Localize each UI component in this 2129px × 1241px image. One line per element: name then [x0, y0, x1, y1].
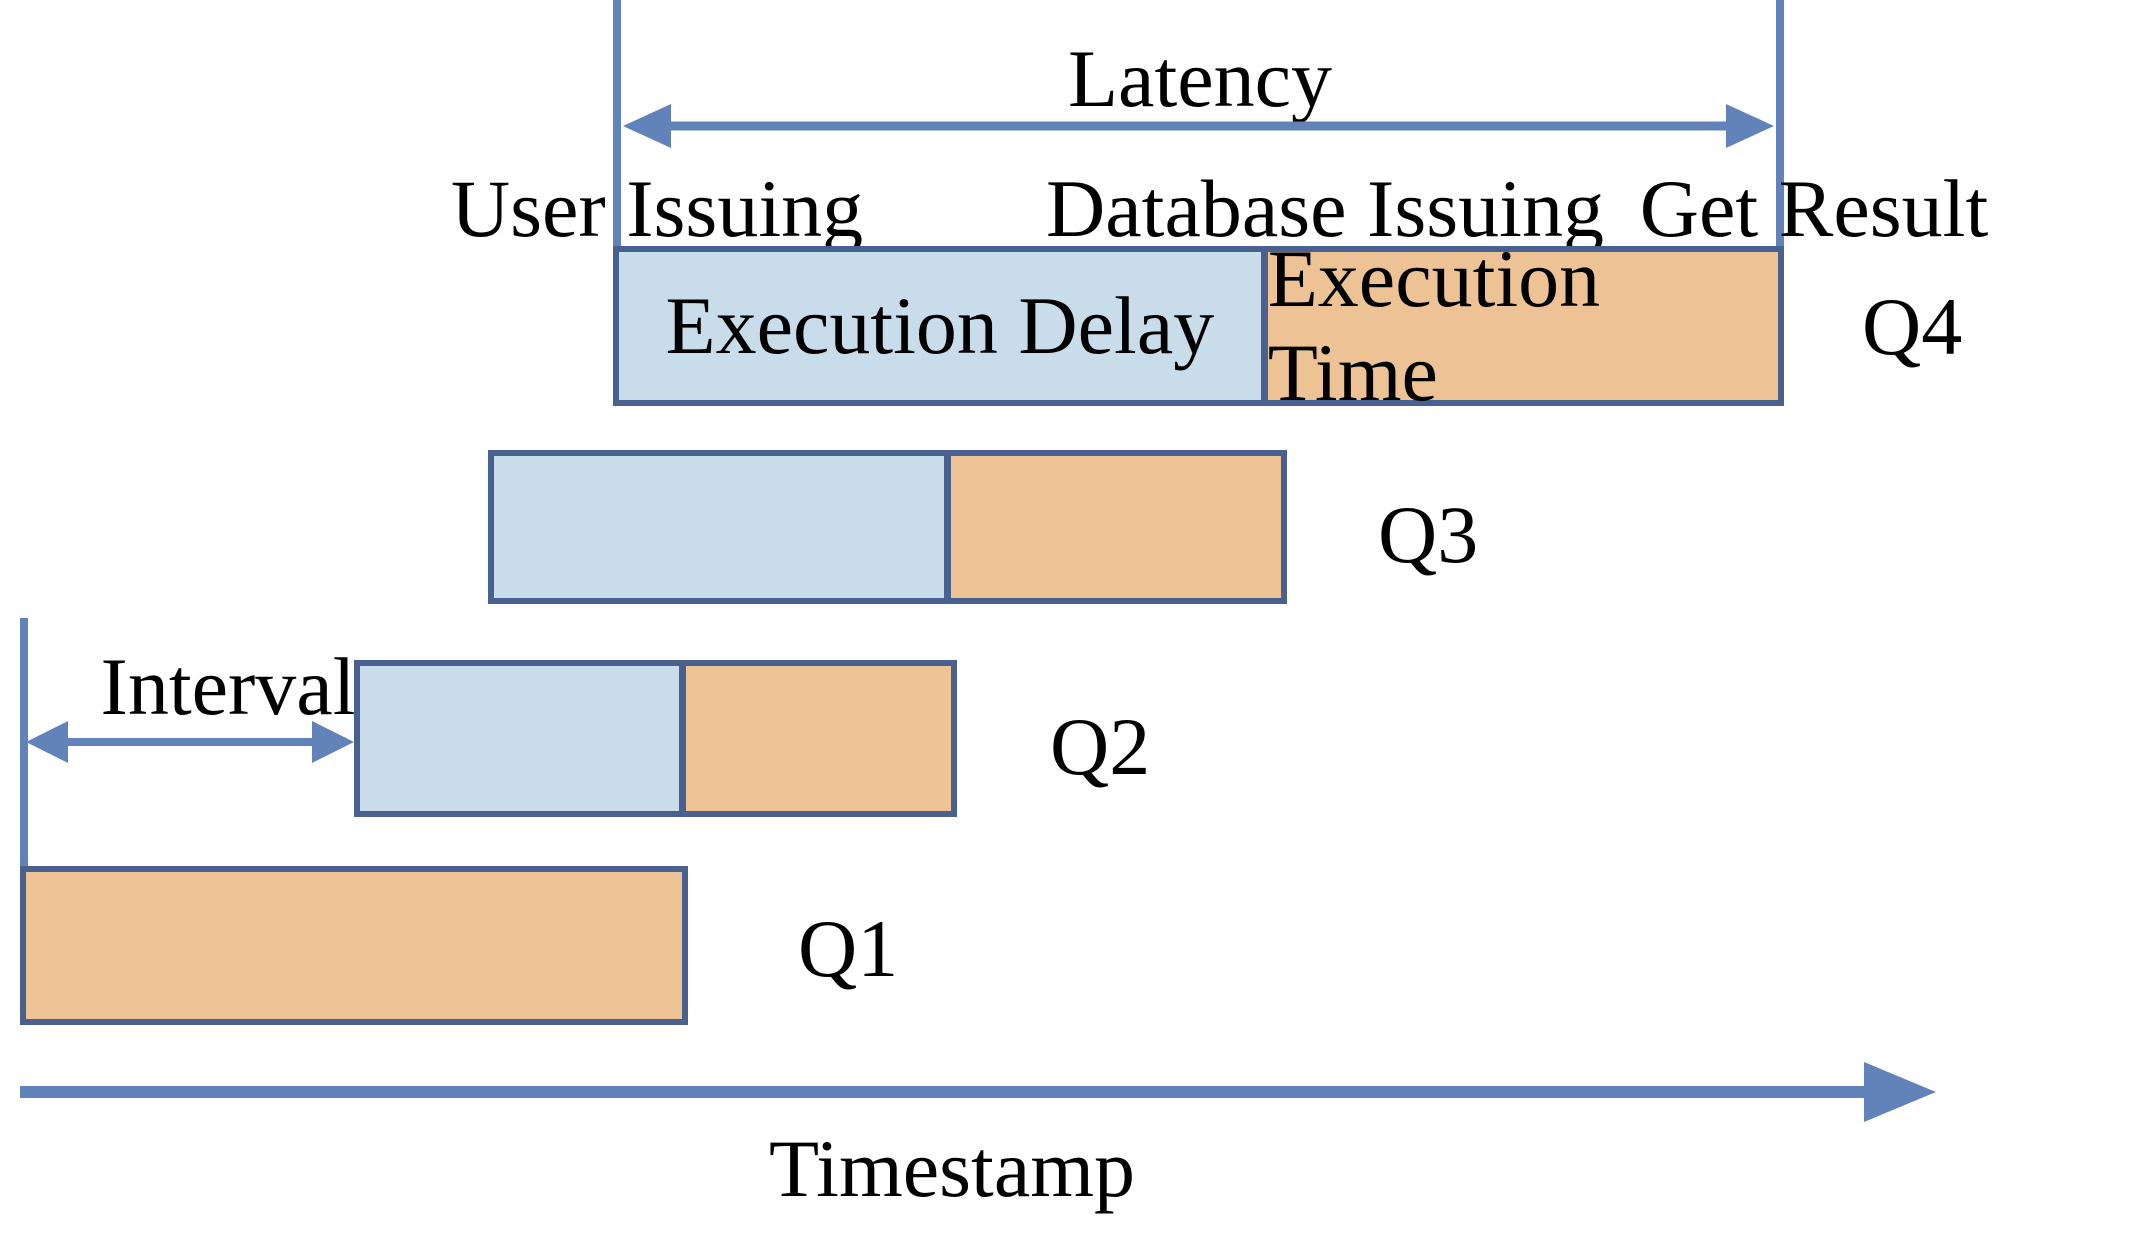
execution-time-label: Execution Time: [1267, 233, 1601, 418]
timestamp-axis-arrow: [20, 1062, 1936, 1122]
latency-arrow: [623, 104, 1774, 148]
user-issuing-guide-line: [613, 0, 621, 248]
interval-arrow: [26, 721, 354, 763]
q3-label: Q3: [1378, 489, 1479, 580]
q4-execution-delay-segment: Execution Delay: [619, 252, 1268, 400]
q2-label: Q2: [1050, 701, 1151, 792]
user-issuing-label: User Issuing: [450, 163, 864, 254]
q2-bar: [354, 660, 957, 817]
execution-delay-label: Execution Delay: [665, 280, 1215, 371]
q2-execution-time-segment: [686, 666, 951, 811]
q1-execution-time-segment: [26, 872, 682, 1019]
interval-label: Interval: [100, 641, 356, 732]
timestamp-axis-label: Timestamp: [768, 1123, 1136, 1214]
q3-bar: [488, 450, 1287, 604]
database-issuing-label: Database Issuing: [1046, 163, 1604, 254]
get-result-label: Get Result: [1639, 163, 1989, 254]
latency-label: Latency: [1067, 33, 1333, 124]
q3-execution-time-segment: [951, 456, 1281, 598]
q2-execution-delay-segment: [360, 666, 686, 811]
get-result-guide-line: [1776, 0, 1784, 248]
q1-start-guide-line: [20, 618, 28, 868]
q3-execution-delay-segment: [494, 456, 951, 598]
q4-label: Q4: [1862, 281, 1963, 372]
q4-bar: Execution Delay Execution Time: [613, 233, 1784, 418]
q1-bar: [20, 866, 688, 1025]
q4-execution-time-segment: Execution Time: [1267, 233, 1778, 418]
q1-label: Q1: [798, 903, 899, 994]
